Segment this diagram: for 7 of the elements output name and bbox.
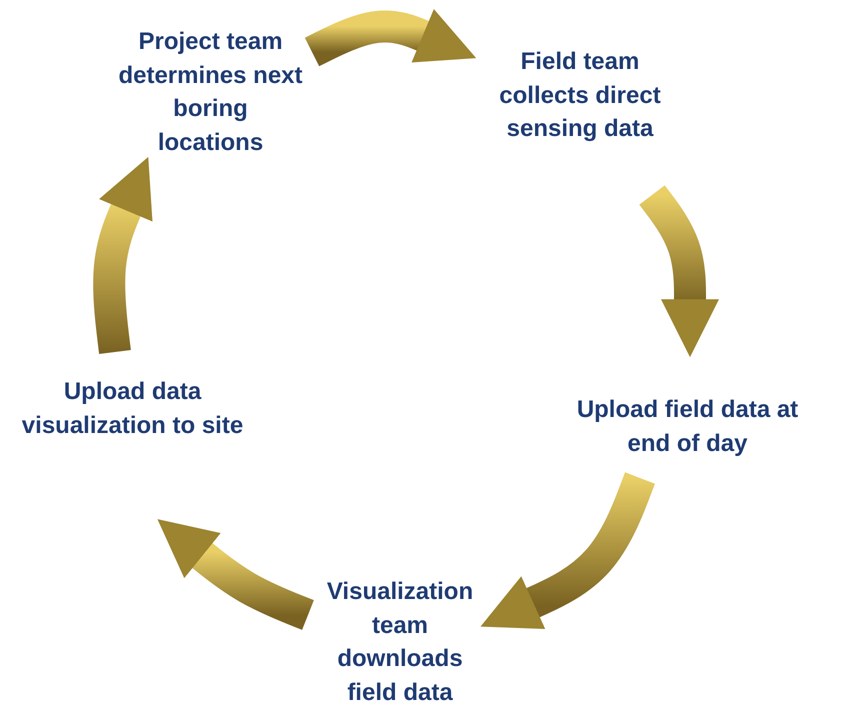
step-text: Project team determines next boring locations xyxy=(118,25,303,160)
step-text: Visualization team downloads field data xyxy=(310,575,490,708)
curved-arrow xyxy=(93,156,152,354)
step-text: Upload data visualization to site xyxy=(10,375,255,442)
step-text: Upload field data at end of day xyxy=(575,393,800,460)
step-text: Field team collects direct sensing data xyxy=(475,45,685,146)
curved-arrow xyxy=(157,519,314,630)
